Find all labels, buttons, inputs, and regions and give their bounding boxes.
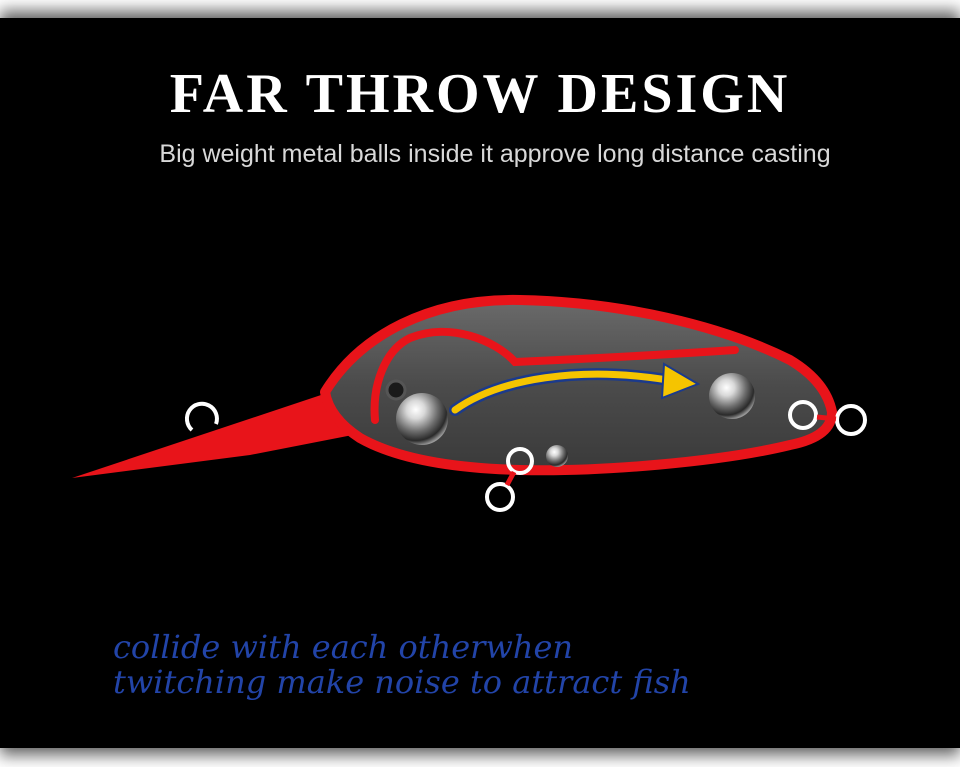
page-subtitle: Big weight metal balls inside it approve… <box>159 140 831 168</box>
metal-ball-left-icon <box>396 393 448 445</box>
caption-line-1: collide with each otherwhen <box>113 628 573 666</box>
lure-lip <box>72 392 368 478</box>
split-ring-belly-icon <box>485 447 534 512</box>
split-ring-lip-icon <box>184 401 219 432</box>
caption-block: collide with each otherwhen twitching ma… <box>113 630 691 700</box>
split-ring-tail-icon <box>788 400 867 436</box>
lure-gill-line <box>370 327 739 424</box>
lure-body <box>320 294 837 476</box>
metal-ball-right-icon <box>709 373 755 419</box>
lure-eye <box>385 379 407 401</box>
caption-line-2: twitching make noise to attract fish <box>113 663 691 701</box>
metal-ball-small-icon <box>546 445 568 467</box>
page-title: FAR THROW DESIGN <box>169 63 791 125</box>
